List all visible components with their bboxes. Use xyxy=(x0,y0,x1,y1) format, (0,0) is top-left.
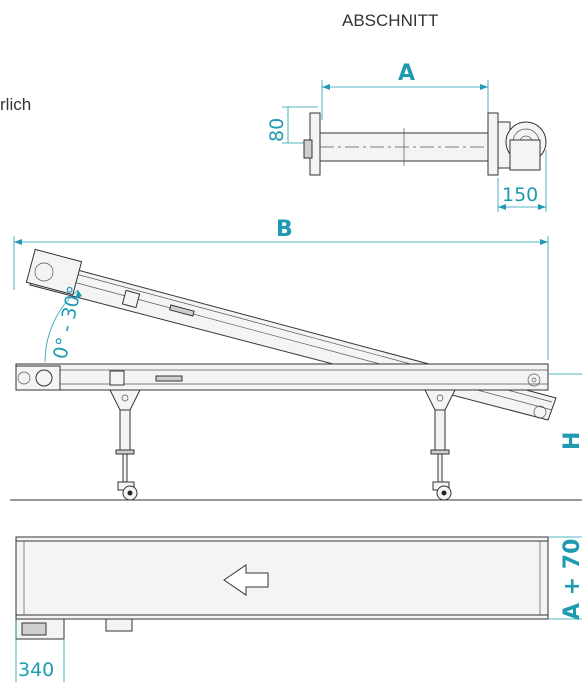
section-view: A 80 150 xyxy=(266,61,547,212)
section-title: ABSCHNITT xyxy=(342,11,438,30)
dim-b-label: B xyxy=(276,217,293,242)
dim-a-plus-70-label: A + 70 xyxy=(560,539,582,620)
side-text: rlich xyxy=(0,95,31,114)
dim-340-label: 340 xyxy=(18,659,54,681)
dim-h-label: H xyxy=(560,432,582,450)
dim-angle-label: 0° - 30° xyxy=(49,284,86,361)
direction-arrow-icon xyxy=(223,564,269,596)
dim-a-label: A xyxy=(398,61,415,86)
top-view: A + 70 340 xyxy=(15,536,582,682)
side-view: B 0° - 30° H xyxy=(10,217,582,501)
dim-150-label: 150 xyxy=(502,184,538,206)
dim-80-label: 80 xyxy=(266,118,288,142)
